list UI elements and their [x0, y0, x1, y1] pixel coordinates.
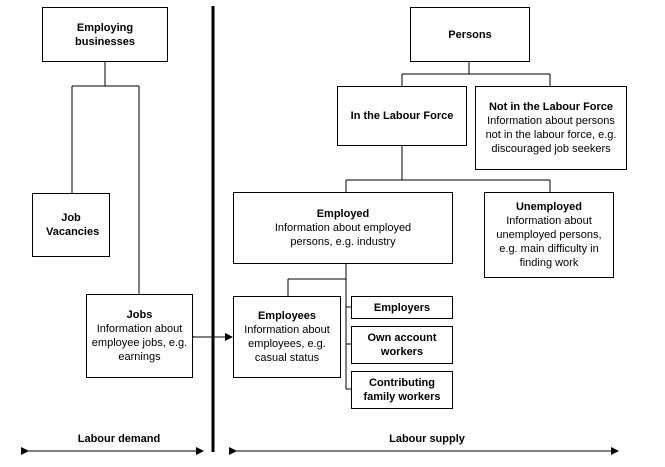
- unemployed-desc: Information about unemployed persons, e.…: [496, 215, 602, 269]
- employees-title: Employees: [257, 310, 317, 322]
- own-account-workers-box: Own account workers: [351, 326, 453, 364]
- employed-box: Employed Information about employed pers…: [233, 192, 453, 264]
- employing-businesses-title: Employing businesses: [75, 21, 135, 48]
- persons-box: Persons: [410, 7, 530, 62]
- not-in-labour-force-title: Not in the Labour Force: [488, 101, 614, 113]
- persons-title: Persons: [448, 28, 492, 41]
- contributing-family-workers-title: Contributing family workers: [363, 377, 441, 403]
- jobs-box: Jobs Information about employee jobs, e.…: [86, 294, 193, 378]
- employers-title: Employers: [373, 301, 431, 314]
- jobs-desc: Information about employee jobs, e.g. ea…: [91, 323, 188, 363]
- contributing-family-workers-box: Contributing family workers: [351, 371, 453, 409]
- employed-desc: Information about employed persons, e.g.…: [274, 222, 412, 248]
- labour-supply-label: Labour supply: [374, 433, 480, 445]
- employees-desc: Information about employees, e.g. casual…: [244, 324, 330, 364]
- in-labour-force-box: In the Labour Force: [337, 86, 467, 146]
- employing-businesses-box: Employing businesses: [42, 7, 168, 62]
- not-in-labour-force-box: Not in the Labour Force Information abou…: [475, 86, 627, 170]
- employers-box: Employers: [351, 296, 453, 319]
- unemployed-box: Unemployed Information about unemployed …: [484, 192, 614, 278]
- job-vacancies-title: Job Vacancies: [46, 212, 100, 238]
- in-labour-force-title: In the Labour Force: [350, 110, 454, 122]
- labour-demand-label: Labour demand: [66, 433, 172, 445]
- employees-box: Employees Information about employees, e…: [233, 296, 341, 378]
- not-in-labour-force-desc: Information about persons not in the lab…: [485, 115, 617, 155]
- employed-title: Employed: [316, 208, 370, 220]
- jobs-title: Jobs: [126, 309, 153, 321]
- job-vacancies-box: Job Vacancies: [32, 193, 110, 257]
- own-account-workers-title: Own account workers: [367, 332, 437, 358]
- unemployed-title: Unemployed: [515, 201, 582, 213]
